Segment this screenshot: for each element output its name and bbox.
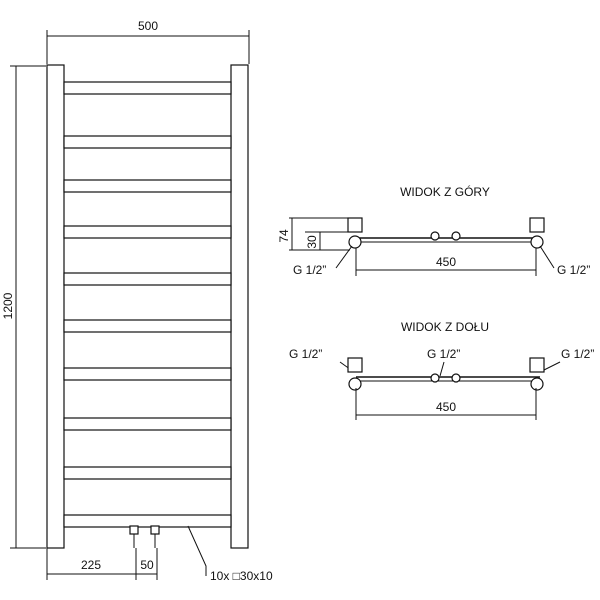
top-view: WIDOK Z GÓRY 74 30 450 G 1/2” G 1/2” xyxy=(277,184,590,277)
bottom-left-conn-label: G 1/2” xyxy=(289,347,322,361)
bars-leader xyxy=(187,525,207,576)
connector-right xyxy=(150,525,160,535)
bottom-right-conn-label: G 1/2” xyxy=(561,347,594,361)
bar xyxy=(63,135,232,149)
top-left-leader xyxy=(335,245,353,269)
bottom-left-cap xyxy=(347,357,363,373)
bar xyxy=(63,367,232,381)
bottom-right-valve xyxy=(530,377,544,391)
top-right-leader xyxy=(539,245,555,269)
dim-74-label: 74 xyxy=(277,229,291,243)
top-width-label: 450 xyxy=(436,255,456,269)
dim-30-label: 30 xyxy=(305,235,319,249)
bar xyxy=(63,514,232,528)
horizontal-bars xyxy=(63,81,232,528)
bars-label: 10x □30x10 xyxy=(210,569,273,583)
left-rail xyxy=(46,64,65,549)
connector-left xyxy=(129,525,139,535)
bottom-center-leader xyxy=(439,361,445,377)
top-right-cap xyxy=(529,217,545,233)
dim-225-label: 225 xyxy=(81,558,101,572)
bottom-mid-valve xyxy=(451,373,461,383)
width-dim-label: 500 xyxy=(138,19,158,33)
bottom-left-valve xyxy=(348,377,362,391)
bar xyxy=(63,319,232,333)
top-mid-valve xyxy=(430,231,440,241)
bottom-view-title: WIDOK Z DOŁU xyxy=(401,320,489,334)
top-mid-valve xyxy=(451,231,461,241)
top-right-conn-label: G 1/2” xyxy=(557,263,590,277)
bar xyxy=(63,81,232,95)
top-left-cap xyxy=(347,217,363,233)
bottom-right-cap xyxy=(529,357,545,373)
bottom-width-label: 450 xyxy=(436,400,456,414)
bar xyxy=(63,225,232,239)
bar xyxy=(63,466,232,480)
bar xyxy=(63,272,232,286)
top-left-conn-label: G 1/2” xyxy=(293,263,326,277)
front-view: 500 1200 225 xyxy=(1,19,273,583)
bottom-center-conn-label: G 1/2” xyxy=(427,347,460,361)
right-rail xyxy=(230,64,249,549)
dim-50-label: 50 xyxy=(140,558,154,572)
bar xyxy=(63,179,232,193)
top-left-valve xyxy=(348,235,362,249)
top-view-title: WIDOK Z GÓRY xyxy=(400,184,490,199)
top-right-valve xyxy=(530,235,544,249)
height-dim-label: 1200 xyxy=(1,292,15,319)
bottom-view: WIDOK Z DOŁU G 1/2” G 1/2” G 1/2” 450 xyxy=(289,320,594,420)
bar xyxy=(63,417,232,431)
bottom-mid-valve xyxy=(430,373,440,383)
